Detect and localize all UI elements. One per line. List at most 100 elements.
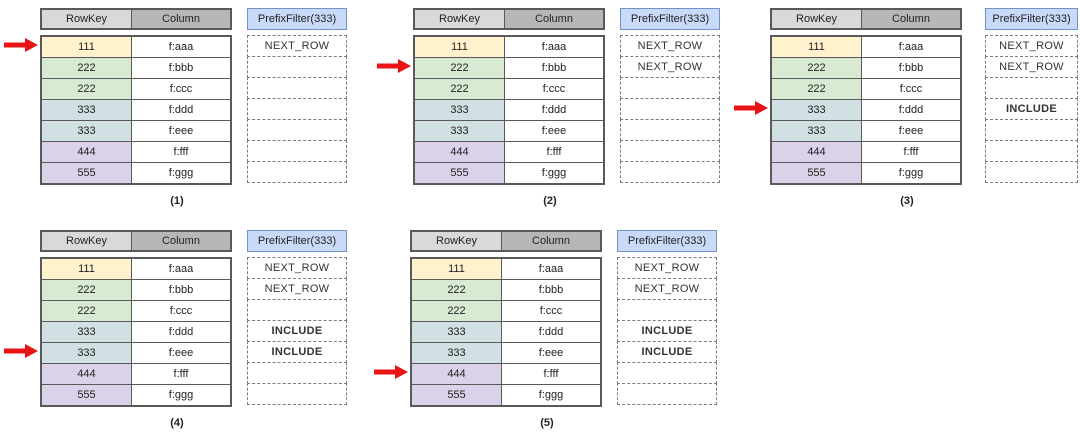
column-cell: f:eee [862,121,960,141]
rowkey-cell: 444 [415,142,505,162]
rowkey-cell: 333 [415,121,505,141]
table-header-row: RowKey Column [40,8,232,30]
table-row: 222 f:ccc [772,78,960,99]
diagram-caption: (1) [170,195,184,207]
rowkey-cell: 444 [42,142,132,162]
rowkey-header: RowKey [42,232,132,250]
rowkey-cell: 555 [412,385,502,405]
filter-result-cell [617,299,717,321]
table-row: 555 f:ggg [772,162,960,183]
column-cell: f:bbb [132,58,230,78]
filter-result-cell [247,140,347,162]
prefix-filter-title: PrefixFilter(333) [620,8,720,30]
filter-result-cell [247,98,347,120]
diagram-caption: (5) [540,417,554,429]
rowkey-header: RowKey [415,10,505,28]
table-row: 222 f:bbb [415,57,603,78]
row-pointer-arrow [374,365,408,379]
arrow-right-icon [374,365,408,379]
column-cell: f:ccc [132,79,230,99]
filter-result-cell [247,299,347,321]
filter-result-cell [985,140,1078,162]
diagram-2: RowKey Column 111 f:aaa 222 f:bbb 222 f:… [375,8,725,222]
table-row: 111 f:aaa [42,37,230,57]
column-cell: f:fff [502,364,600,384]
table-row: 555 f:ggg [42,162,230,183]
rowkey-cell: 555 [42,163,132,183]
filter-result-cell: NEXT_ROW [247,35,347,57]
column-cell: f:eee [505,121,603,141]
rowkey-cell: 222 [42,301,132,321]
table-row: 333 f:ddd [42,99,230,120]
column-cell: f:ggg [132,163,230,183]
prefix-filter-title: PrefixFilter(333) [617,230,717,252]
rowkey-cell: 222 [412,301,502,321]
column-cell: f:ccc [132,301,230,321]
column-cell: f:aaa [132,37,230,57]
column-header: Column [502,232,600,250]
table-row: 444 f:fff [412,363,600,384]
filter-result-cell [620,119,720,141]
rowkey-cell: 222 [415,58,505,78]
rowkey-cell: 111 [42,259,132,279]
table-row: 222 f:ccc [42,78,230,99]
filter-result-cell [247,119,347,141]
table-row: 444 f:fff [42,141,230,162]
row-pointer-arrow [377,59,411,73]
rowkey-cell: 111 [42,37,132,57]
prefix-filter-panel: PrefixFilter(333) NEXT_ROW [247,8,347,183]
column-header: Column [132,10,230,28]
filter-result-cell: INCLUDE [617,341,717,363]
table-header-row: RowKey Column [40,230,232,252]
table-row: 555 f:ggg [415,162,603,183]
column-cell: f:fff [505,142,603,162]
table-row: 333 f:eee [772,120,960,141]
table-row: 444 f:fff [772,141,960,162]
table-row: 111 f:aaa [42,259,230,279]
rowkey-cell: 444 [412,364,502,384]
rowkey-cell: 333 [415,100,505,120]
filter-result-cell: NEXT_ROW [247,257,347,279]
filter-result-cell: NEXT_ROW [617,257,717,279]
column-header: Column [132,232,230,250]
filter-result-cell: NEXT_ROW [985,56,1078,78]
column-cell: f:eee [132,343,230,363]
filter-result-cell [247,56,347,78]
column-cell: f:fff [862,142,960,162]
column-cell: f:bbb [505,58,603,78]
table-body: 111 f:aaa 222 f:bbb 222 f:ccc 333 f:ddd … [40,35,232,185]
column-cell: f:bbb [502,280,600,300]
table-body: 111 f:aaa 222 f:bbb 222 f:ccc 333 f:ddd … [413,35,605,185]
table-body: 111 f:aaa 222 f:bbb 222 f:ccc 333 f:ddd … [770,35,962,185]
diagram-1: RowKey Column 111 f:aaa 222 f:bbb 222 f:… [2,8,352,222]
rowkey-cell: 111 [772,37,862,57]
diagram-caption: (2) [543,195,557,207]
filter-result-cell [620,77,720,99]
column-cell: f:ccc [862,79,960,99]
column-cell: f:aaa [132,259,230,279]
column-cell: f:aaa [505,37,603,57]
hbase-table: RowKey Column 111 f:aaa 222 f:bbb 222 f:… [40,8,232,185]
column-cell: f:ddd [132,322,230,342]
filter-result-cell [985,119,1078,141]
filter-result-cell [985,77,1078,99]
rowkey-header: RowKey [412,232,502,250]
rowkey-cell: 333 [412,343,502,363]
rowkey-cell: 222 [772,79,862,99]
filter-result-cell: INCLUDE [617,320,717,342]
table-row: 222 f:ccc [42,300,230,321]
filter-result-cell [247,383,347,405]
rowkey-header: RowKey [772,10,862,28]
filter-result-cell [247,161,347,183]
rowkey-cell: 333 [42,100,132,120]
arrow-right-icon [377,59,411,73]
hbase-table: RowKey Column 111 f:aaa 222 f:bbb 222 f:… [40,230,232,407]
arrow-right-icon [4,38,38,52]
filter-result-cell [985,161,1078,183]
table-row: 333 f:ddd [412,321,600,342]
prefix-filter-panel: PrefixFilter(333) NEXT_ROW NEXT_ROW [620,8,720,183]
rowkey-header: RowKey [42,10,132,28]
table-row: 444 f:fff [42,363,230,384]
rowkey-cell: 222 [412,280,502,300]
filter-results: NEXT_ROW NEXT_ROW INCLUDE INCLUDE [247,257,347,405]
